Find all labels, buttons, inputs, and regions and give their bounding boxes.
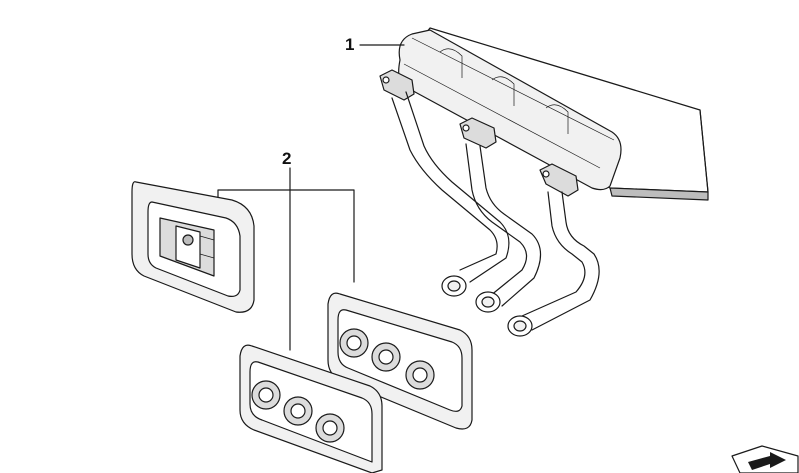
callout-label-1: 1	[345, 35, 355, 54]
grommet-seal-icon	[131, 167, 473, 473]
next-arrow-icon[interactable]	[731, 445, 799, 473]
callout-label-2: 2	[282, 149, 292, 168]
heater-core-icon	[359, 27, 709, 337]
